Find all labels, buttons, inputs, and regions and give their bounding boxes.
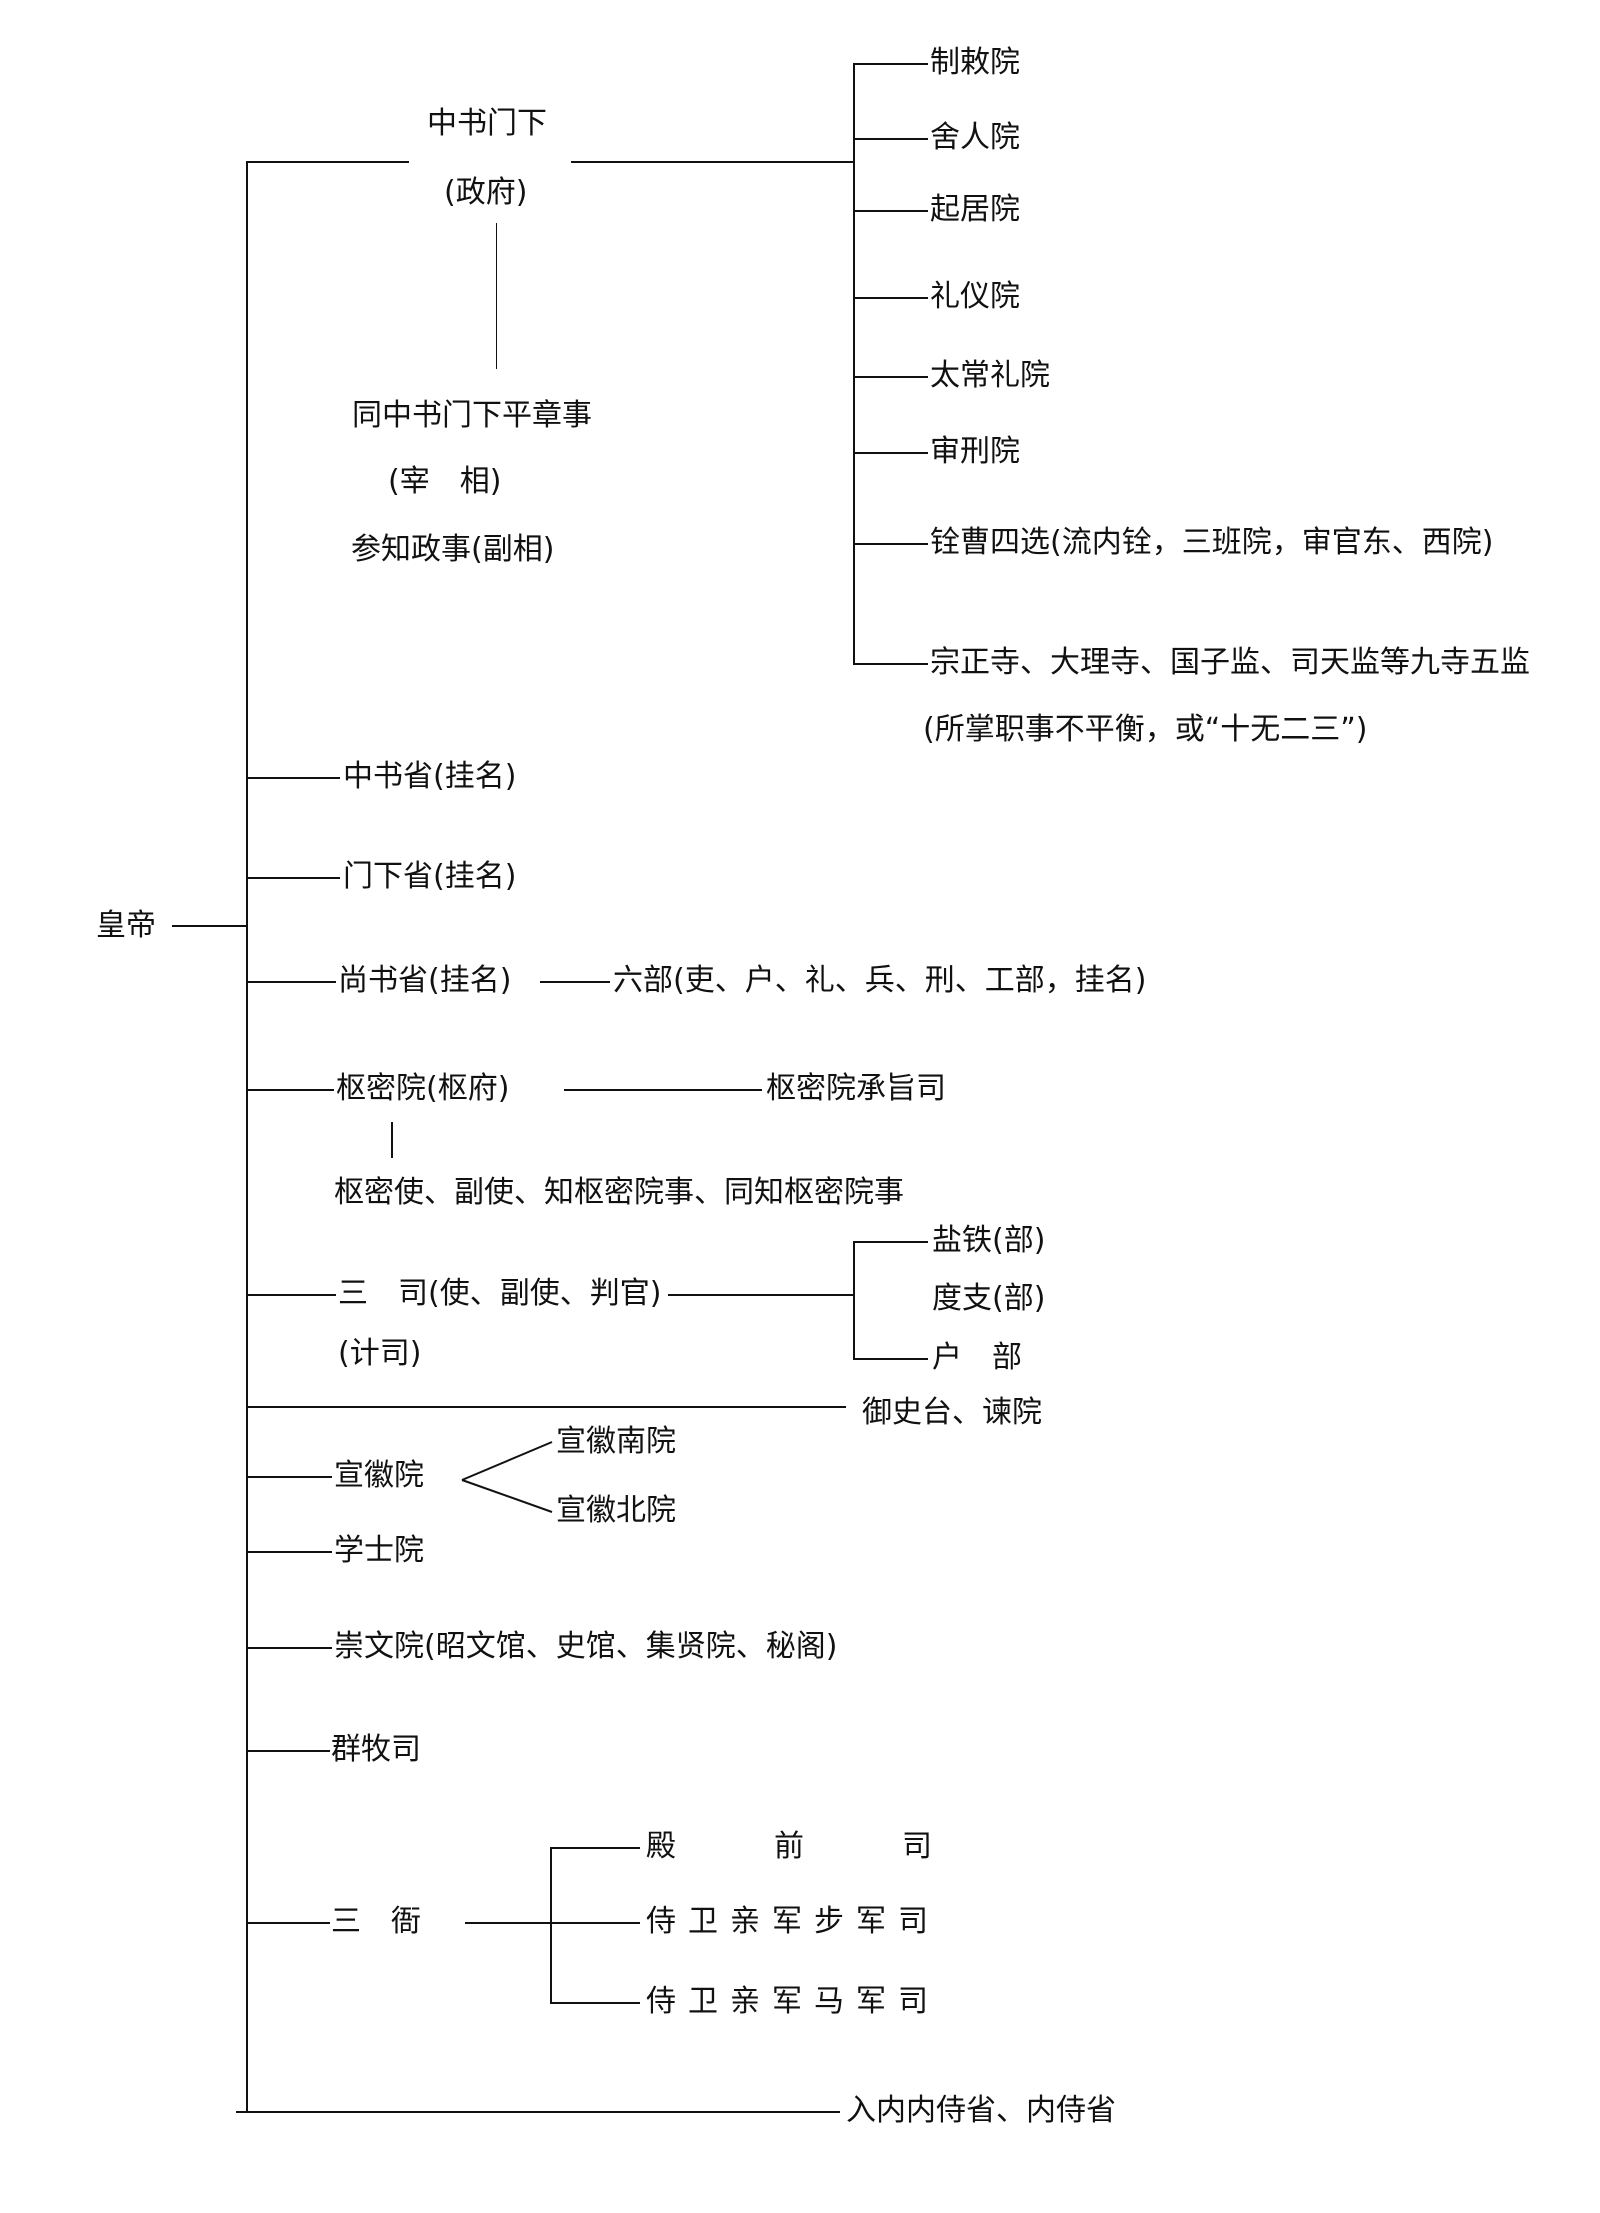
branch-line [246,1294,336,1296]
menxia-sheng: 门下省(挂名) [343,859,517,894]
majun-si: 侍卫亲军马军司 [646,1984,940,2019]
xuanhui-yuan: 宣徽院 [334,1458,424,1493]
subordinate-jiusi-wujian: 宗正寺、大理寺、国子监、司天监等九寺五监 [930,645,1530,680]
dianqian-si: 殿前司 [646,1829,1030,1864]
branch-line [246,981,336,983]
bracket-tick [853,452,928,454]
zhongshu-menxia-title: 中书门下 [427,106,547,141]
san-si-connector [668,1294,854,1296]
branch-line [246,1551,332,1553]
subordinate-taichangliyuan: 太常礼院 [930,358,1050,393]
zhongshu-officials-line [496,223,497,369]
bracket-tick [550,1847,640,1849]
bracket-tick [853,543,928,545]
branch-line [246,1089,334,1091]
shumi-chengzhi-line [564,1089,762,1091]
main-trunk-line [246,162,248,2112]
hu-bu: 户 部 [932,1340,1022,1375]
shumi-officials-line [391,1122,393,1158]
bracket-tick [853,138,928,140]
xueshi-yuan: 学士院 [334,1533,424,1568]
san-ya-connector [465,1922,640,1924]
yushitai: 御史台、谏院 [862,1395,1042,1430]
shumi-yuan: 枢密院(枢府) [336,1071,510,1106]
shangshu-liubu-line [540,981,610,983]
neishi: 入内内侍省、内侍省 [846,2093,1116,2128]
subordinate-note: (所掌职事不平衡，或“十无二三”) [923,712,1368,747]
emperor-node: 皇帝 [96,908,156,943]
bujun-si: 侍卫亲军步军司 [646,1904,940,1939]
bracket-tick [853,376,928,378]
san-ya: 三 衙 [331,1904,421,1939]
neishi-line [236,2111,840,2113]
zhongshu-menxia-line-right [571,161,854,163]
zhongshu-menxia-line-left [246,161,409,163]
zhongshu-subordinate-bracket [853,63,855,664]
subordinate-quancao: 铨曹四选(流内铨，三班院，审官东、西院) [930,525,1494,560]
duzhi-bu: 度支(部) [932,1281,1046,1316]
zhongshu-sheng: 中书省(挂名) [343,759,517,794]
subordinate-zhichiyuan: 制敕院 [930,45,1020,80]
xuanhui-nanyuan: 宣徽南院 [556,1424,676,1459]
san-si-bracket [853,1241,855,1359]
subordinate-sherenyuan: 舍人院 [930,120,1020,155]
liubu: 六部(吏、户、礼、兵、刑、工部，挂名) [613,963,1147,998]
subordinate-liyiyuan: 礼仪院 [930,279,1020,314]
chongwen-yuan: 崇文院(昭文馆、史馆、集贤院、秘阁) [334,1629,838,1664]
official-canzhizhengshi: 参知政事(副相) [351,532,555,567]
branch-line [246,877,340,879]
branch-line [246,1750,330,1752]
branch-line [246,1476,332,1478]
official-zaixiang: (宰 相) [388,464,502,499]
qunmu-si: 群牧司 [331,1732,421,1767]
bracket-tick [853,1241,928,1243]
bracket-tick [853,663,928,665]
bracket-tick [853,210,928,212]
branch-line [246,777,340,779]
branch-line [246,1922,330,1924]
official-pingzhangshi: 同中书门下平章事 [352,398,592,433]
bracket-tick [853,63,928,65]
shumi-officials: 枢密使、副使、知枢密院事、同知枢密院事 [334,1175,904,1210]
xuanhui-beiyuan: 宣徽北院 [556,1493,676,1528]
subordinate-qijuyuan: 起居院 [930,192,1020,227]
bracket-tick [853,1358,928,1360]
subordinate-shenxingyuan: 审刑院 [930,434,1020,469]
bracket-tick [853,297,928,299]
shumi-chengzhi-si: 枢密院承旨司 [766,1071,946,1106]
zhongshu-menxia-alias: (政府) [444,175,528,210]
san-ya-bracket [550,1847,552,2003]
san-si-alias: (计司) [338,1336,422,1371]
branch-line [246,1647,332,1649]
bracket-tick [550,2002,640,2004]
yushitai-line [246,1406,846,1408]
root-connector [172,925,246,927]
yantie-bu: 盐铁(部) [932,1223,1046,1258]
san-si: 三 司(使、副使、判官) [338,1276,662,1311]
shangshu-sheng: 尚书省(挂名) [338,963,512,998]
